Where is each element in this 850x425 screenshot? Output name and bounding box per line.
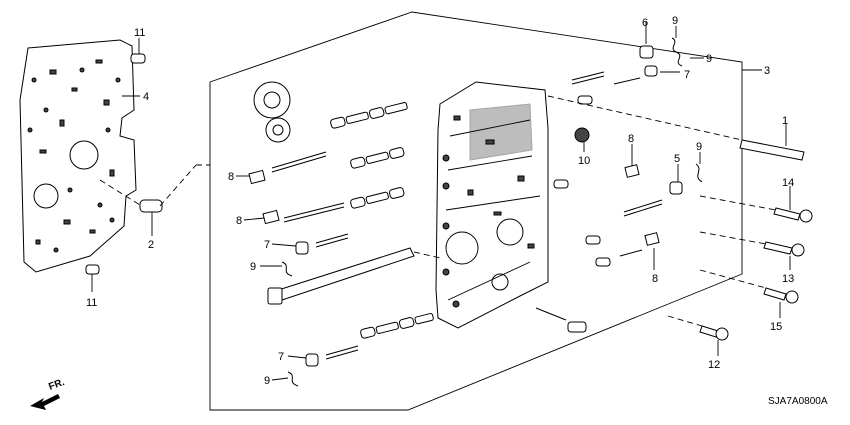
callout-7-top: 7 xyxy=(684,69,690,81)
front-direction-label: FR. xyxy=(47,377,66,393)
dowel-pin-upper xyxy=(130,53,146,64)
main-valve-body xyxy=(435,81,549,329)
callout-9-right: 9 xyxy=(696,141,702,153)
valve-spool-group xyxy=(330,102,434,339)
callout-15: 15 xyxy=(770,321,782,333)
filter-collar xyxy=(139,199,163,213)
callout-1: 1 xyxy=(782,115,788,127)
callout-10: 10 xyxy=(578,155,590,167)
governor-gear xyxy=(253,81,291,143)
callout-9-top: 9 xyxy=(672,15,678,27)
callout-3: 3 xyxy=(764,65,770,77)
spring-group xyxy=(271,71,663,360)
separator-plate xyxy=(19,39,137,273)
callout-9-bottom: 9 xyxy=(264,375,270,387)
callout-8-left-upper: 8 xyxy=(228,171,234,183)
callout-7-left: 7 xyxy=(264,239,270,251)
assembly-frame xyxy=(209,11,743,411)
callout-11-lower: 11 xyxy=(86,297,97,309)
callout-7-bottom: 7 xyxy=(278,351,284,363)
callout-9-left: 9 xyxy=(250,261,256,273)
pump-gear xyxy=(574,127,590,143)
callout-6: 6 xyxy=(642,17,648,29)
callout-8-right-lower: 8 xyxy=(652,273,658,285)
diagram-code: SJA7A0800A xyxy=(768,396,828,407)
manual-valve xyxy=(267,247,415,305)
front-direction-arrow xyxy=(30,394,60,410)
callout-12: 12 xyxy=(708,359,720,371)
long-pin xyxy=(739,139,805,161)
callout-14: 14 xyxy=(782,177,794,189)
callout-8-left-mid: 8 xyxy=(236,215,242,227)
callout-2: 2 xyxy=(148,239,154,251)
clip-group xyxy=(248,37,703,387)
callout-4: 4 xyxy=(143,91,149,103)
callout-5: 5 xyxy=(674,153,680,165)
callout-13: 13 xyxy=(782,273,794,285)
callout-11-upper: 11 xyxy=(134,27,145,39)
bolt-group xyxy=(699,207,813,341)
callout-9-mid: 9 xyxy=(706,53,712,65)
plug-group xyxy=(295,45,683,367)
dowel-pin-lower xyxy=(85,264,100,275)
callout-labels: 11 4 2 11 3 6 9 9 7 1 10 8 5 9 8 8 7 9 1… xyxy=(86,15,794,387)
callout-8-right-upper: 8 xyxy=(628,133,634,145)
